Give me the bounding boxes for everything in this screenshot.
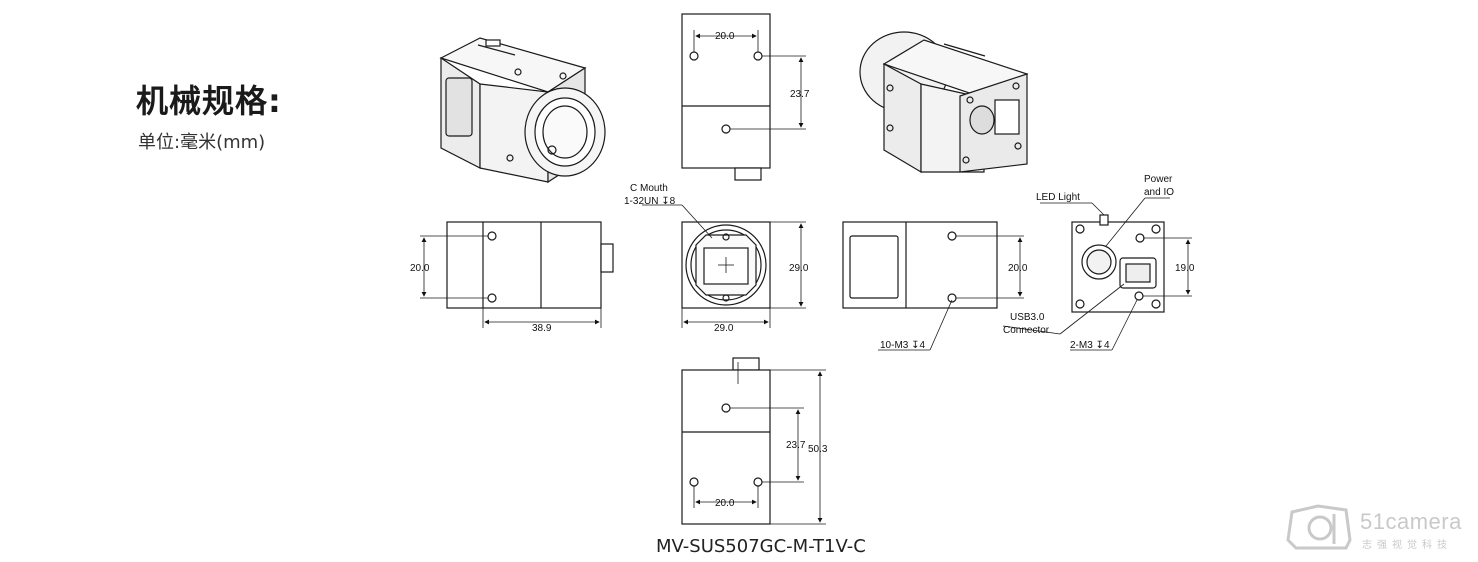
callout-side-screw: 10-M3 ↧4 <box>880 340 926 351</box>
callout-c-mouth-name: C Mouth <box>630 183 668 194</box>
callout-usb-1: USB3.0 <box>1010 312 1045 323</box>
dim-top-width: 20.0 <box>715 31 735 42</box>
dim-side-left-height: 20.0 <box>410 263 430 274</box>
side-view-left <box>420 221 614 328</box>
callout-power-io-2: and IO <box>1144 187 1174 198</box>
watermark-subtitle: 志强视觉科技 <box>1362 540 1452 551</box>
bottom-view <box>681 357 826 525</box>
watermark-logo-icon <box>1286 504 1352 550</box>
dim-top-height: 23.7 <box>790 89 810 100</box>
dim-rear-height: 19.0 <box>1175 263 1195 274</box>
dim-bottom-height-inner: 23.7 <box>786 440 806 451</box>
iso-view-front <box>439 37 606 184</box>
dim-front-height: 29.0 <box>789 263 809 274</box>
callout-rear-screw: 2-M3 ↧4 <box>1070 340 1110 351</box>
page-title: 机械规格: <box>136 82 282 120</box>
dim-side-left-length: 38.9 <box>532 323 552 334</box>
front-view <box>642 204 806 328</box>
unit-label: 单位:毫米(mm) <box>138 132 266 153</box>
callout-led-light: LED Light <box>1036 192 1080 203</box>
iso-view-rear <box>859 31 1029 174</box>
side-view-right <box>842 221 1024 351</box>
callout-c-mouth-thread: 1-32UN ↧8 <box>624 196 676 207</box>
dim-bottom-height-total: 50.3 <box>808 444 828 455</box>
rear-view <box>1002 197 1192 351</box>
dim-bottom-width: 20.0 <box>715 498 735 509</box>
dim-front-width: 29.0 <box>714 323 734 334</box>
callout-power-io-1: Power <box>1144 174 1173 185</box>
callout-usb-2: Connector <box>1003 325 1050 336</box>
model-label: MV-SUS507GC-M-T1V-C <box>656 536 866 557</box>
watermark-brand: 51camera <box>1360 509 1462 534</box>
dim-side-right-height: 20.0 <box>1008 263 1028 274</box>
top-view <box>681 13 806 181</box>
